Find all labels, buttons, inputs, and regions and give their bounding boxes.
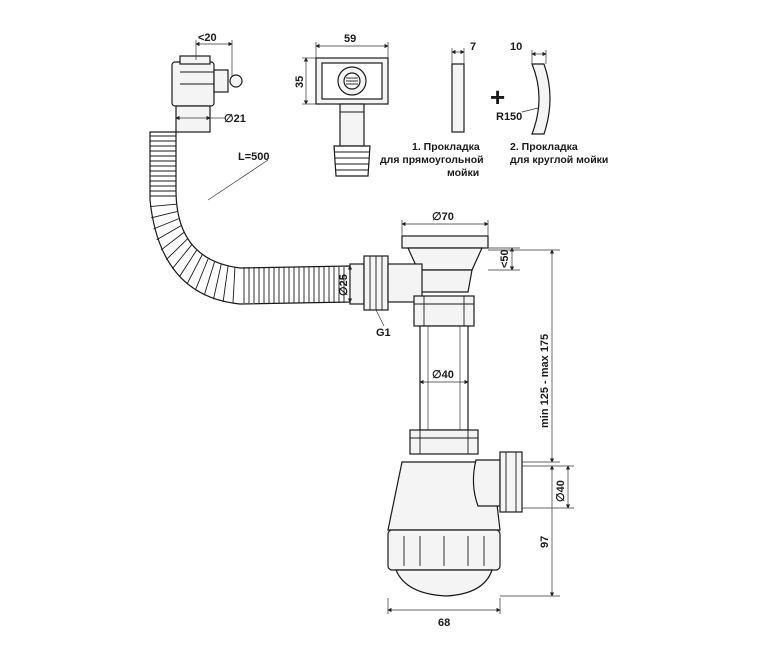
dim-rect-width-label: 59 (344, 33, 356, 45)
drain-strainer (401, 235, 489, 293)
gasket1-caption-line1: 1. Прокладка (412, 141, 480, 153)
dimension-rect-width: 59 (315, 33, 389, 58)
dimension-tube-dia: ∅40 (419, 369, 469, 385)
dimension-hose-dia: ∅25 (338, 265, 353, 303)
rect-grille-view (315, 57, 389, 177)
hose-ribs (149, 135, 345, 304)
dimension-top-width: <20 (195, 32, 233, 76)
bottle-trap (387, 461, 501, 597)
dim-drain-dia-label: ∅70 (432, 211, 454, 223)
gasket2-caption-line2: для круглой мойки (510, 154, 608, 166)
dimension-outlet-dia: ∅40 (522, 465, 574, 509)
corrugated-hose (149, 131, 351, 305)
outlet-pipe (472, 451, 523, 513)
dim-height-range-label: min 125 - max 175 (539, 334, 551, 428)
dim-bottle-width-label: 68 (438, 617, 450, 629)
dim-radius-label: R150 (496, 111, 522, 123)
dimension-bottle-width: 68 (387, 598, 501, 629)
dim-thread-label: G1 (376, 327, 391, 339)
gasket-round: 10 R150 (496, 41, 551, 135)
dimension-drain-dia: ∅70 (401, 211, 489, 236)
vertical-tube (419, 325, 469, 431)
dimension-bottle-height: 97 (500, 465, 560, 597)
dimension-thread: G1 (375, 309, 391, 339)
lower-nut (409, 429, 479, 455)
dimension-drain-height: <50 (488, 247, 520, 271)
overflow-fitting (171, 55, 243, 133)
dim-bottle-height-label: 97 (539, 536, 551, 548)
plus-sign: + (490, 82, 505, 112)
dimension-rect-height: 35 (294, 57, 316, 105)
dim-hose-length-label: L=500 (238, 151, 270, 163)
dimension-height-range: min 125 - max 175 (488, 249, 560, 463)
overflow-branch (349, 255, 423, 311)
dim-outlet-dia-label: ∅40 (555, 480, 567, 502)
dim-overflow-dia-label: ∅21 (224, 113, 246, 125)
dim-tube-dia-label: ∅40 (432, 369, 454, 381)
dim-gasket2-thickness: 10 (510, 41, 522, 53)
dim-rect-height-label: 35 (294, 76, 306, 88)
gasket-rectangular: 7 (451, 41, 476, 133)
upper-nut (413, 295, 475, 327)
dim-hose-dia-label: ∅25 (338, 274, 350, 296)
dimension-hose-length: L=500 (207, 151, 270, 201)
gasket1-caption-line3: мойки (447, 167, 479, 179)
dim-drain-height-label: <50 (499, 249, 511, 268)
dimension-overflow-dia: ∅21 (175, 113, 246, 125)
dim-top-width-label: <20 (198, 32, 217, 44)
gasket2-caption-line1: 2. Прокладка (510, 141, 578, 153)
gasket1-caption: 1. Прокладка для прямоугольной мойки (380, 141, 484, 179)
gasket2-caption: 2. Прокладка для круглой мойки (510, 141, 608, 166)
dim-gasket1-thickness: 7 (470, 41, 476, 53)
gasket1-caption-line2: для прямоугольной (380, 154, 484, 166)
